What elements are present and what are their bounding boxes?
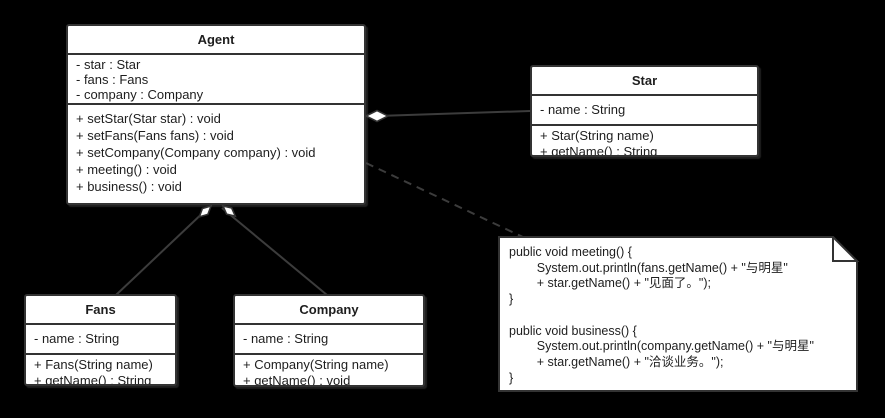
code-note[interactable]: public void meeting() { System.out.print… [498, 236, 860, 393]
attributes-section: - name : String [235, 325, 423, 355]
code-line: + star.getName() + "洽谈业务。"); [509, 354, 724, 369]
class-title: Agent [68, 26, 364, 55]
attribute: - company : Company [76, 87, 204, 102]
methods-section: + Company(String name) + getName() : voi… [235, 355, 423, 387]
note-folded-corner-icon [832, 236, 860, 262]
agent-fans-aggregation-diamond-icon [198, 204, 213, 219]
attributes-section: - name : String [26, 325, 175, 355]
attribute: - name : String [34, 331, 120, 346]
class-title: Star [532, 67, 757, 96]
agent-note-dashed-line [365, 162, 526, 239]
attributes-section: - name : String [532, 96, 757, 126]
attributes-section: - star : Star - fans : Fans - company : … [68, 55, 364, 105]
note-shape [498, 236, 860, 392]
code-line: public void meeting() { [509, 245, 632, 259]
method: + Star(String name) [540, 128, 654, 143]
code-line: } [509, 370, 514, 385]
method: + Fans(String name) [34, 357, 153, 372]
class-box-star[interactable]: Star - name : String + Star(String name)… [530, 65, 759, 157]
attribute: - name : String [540, 102, 626, 117]
agent-company-aggregation-diamond-icon [221, 204, 237, 218]
code-line: } [509, 292, 514, 307]
method: + getName() : String [540, 143, 658, 157]
code-line: + star.getName() + "见面了。"); [509, 276, 711, 291]
methods-section: + Fans(String name) + getName() : String [26, 355, 175, 386]
method: + setCompany(Company company) : void [76, 145, 316, 160]
note-outline [498, 236, 858, 392]
methods-section: + setStar(Star star) : void + setFans(Fa… [68, 105, 364, 197]
agent-company-line [221, 207, 328, 296]
agent-fans-line [115, 207, 209, 296]
agent-star-aggregation-diamond-icon [364, 109, 390, 123]
code-line: System.out.println(fans.getName() + "与明星… [509, 260, 788, 275]
methods-section: + Star(String name) + getName() : String [532, 126, 757, 157]
code-line: public void business() { [509, 323, 637, 338]
class-box-company[interactable]: Company - name : String + Company(String… [233, 294, 425, 387]
method: + setStar(Star star) : void [76, 111, 221, 126]
method: + Company(String name) [243, 357, 389, 372]
method: + setFans(Fans fans) : void [76, 128, 234, 143]
class-box-fans[interactable]: Fans - name : String + Fans(String name)… [24, 294, 177, 386]
method: + business() : void [76, 179, 182, 194]
class-box-agent[interactable]: Agent - star : Star - fans : Fans - comp… [66, 24, 366, 205]
method: + getName() : String [34, 372, 152, 386]
agent-star-line [376, 110, 531, 117]
method: + getName() : void [243, 372, 351, 387]
class-title: Company [235, 296, 423, 325]
class-title: Fans [26, 296, 175, 325]
note-text: public void meeting() { System.out.print… [498, 236, 860, 393]
method: + meeting() : void [76, 162, 177, 177]
code-line: System.out.println(company.getName() + "… [509, 339, 814, 354]
attribute: - name : String [243, 331, 329, 346]
attribute: - fans : Fans [76, 72, 149, 87]
code-line [509, 308, 848, 324]
attribute: - star : Star [76, 57, 141, 72]
